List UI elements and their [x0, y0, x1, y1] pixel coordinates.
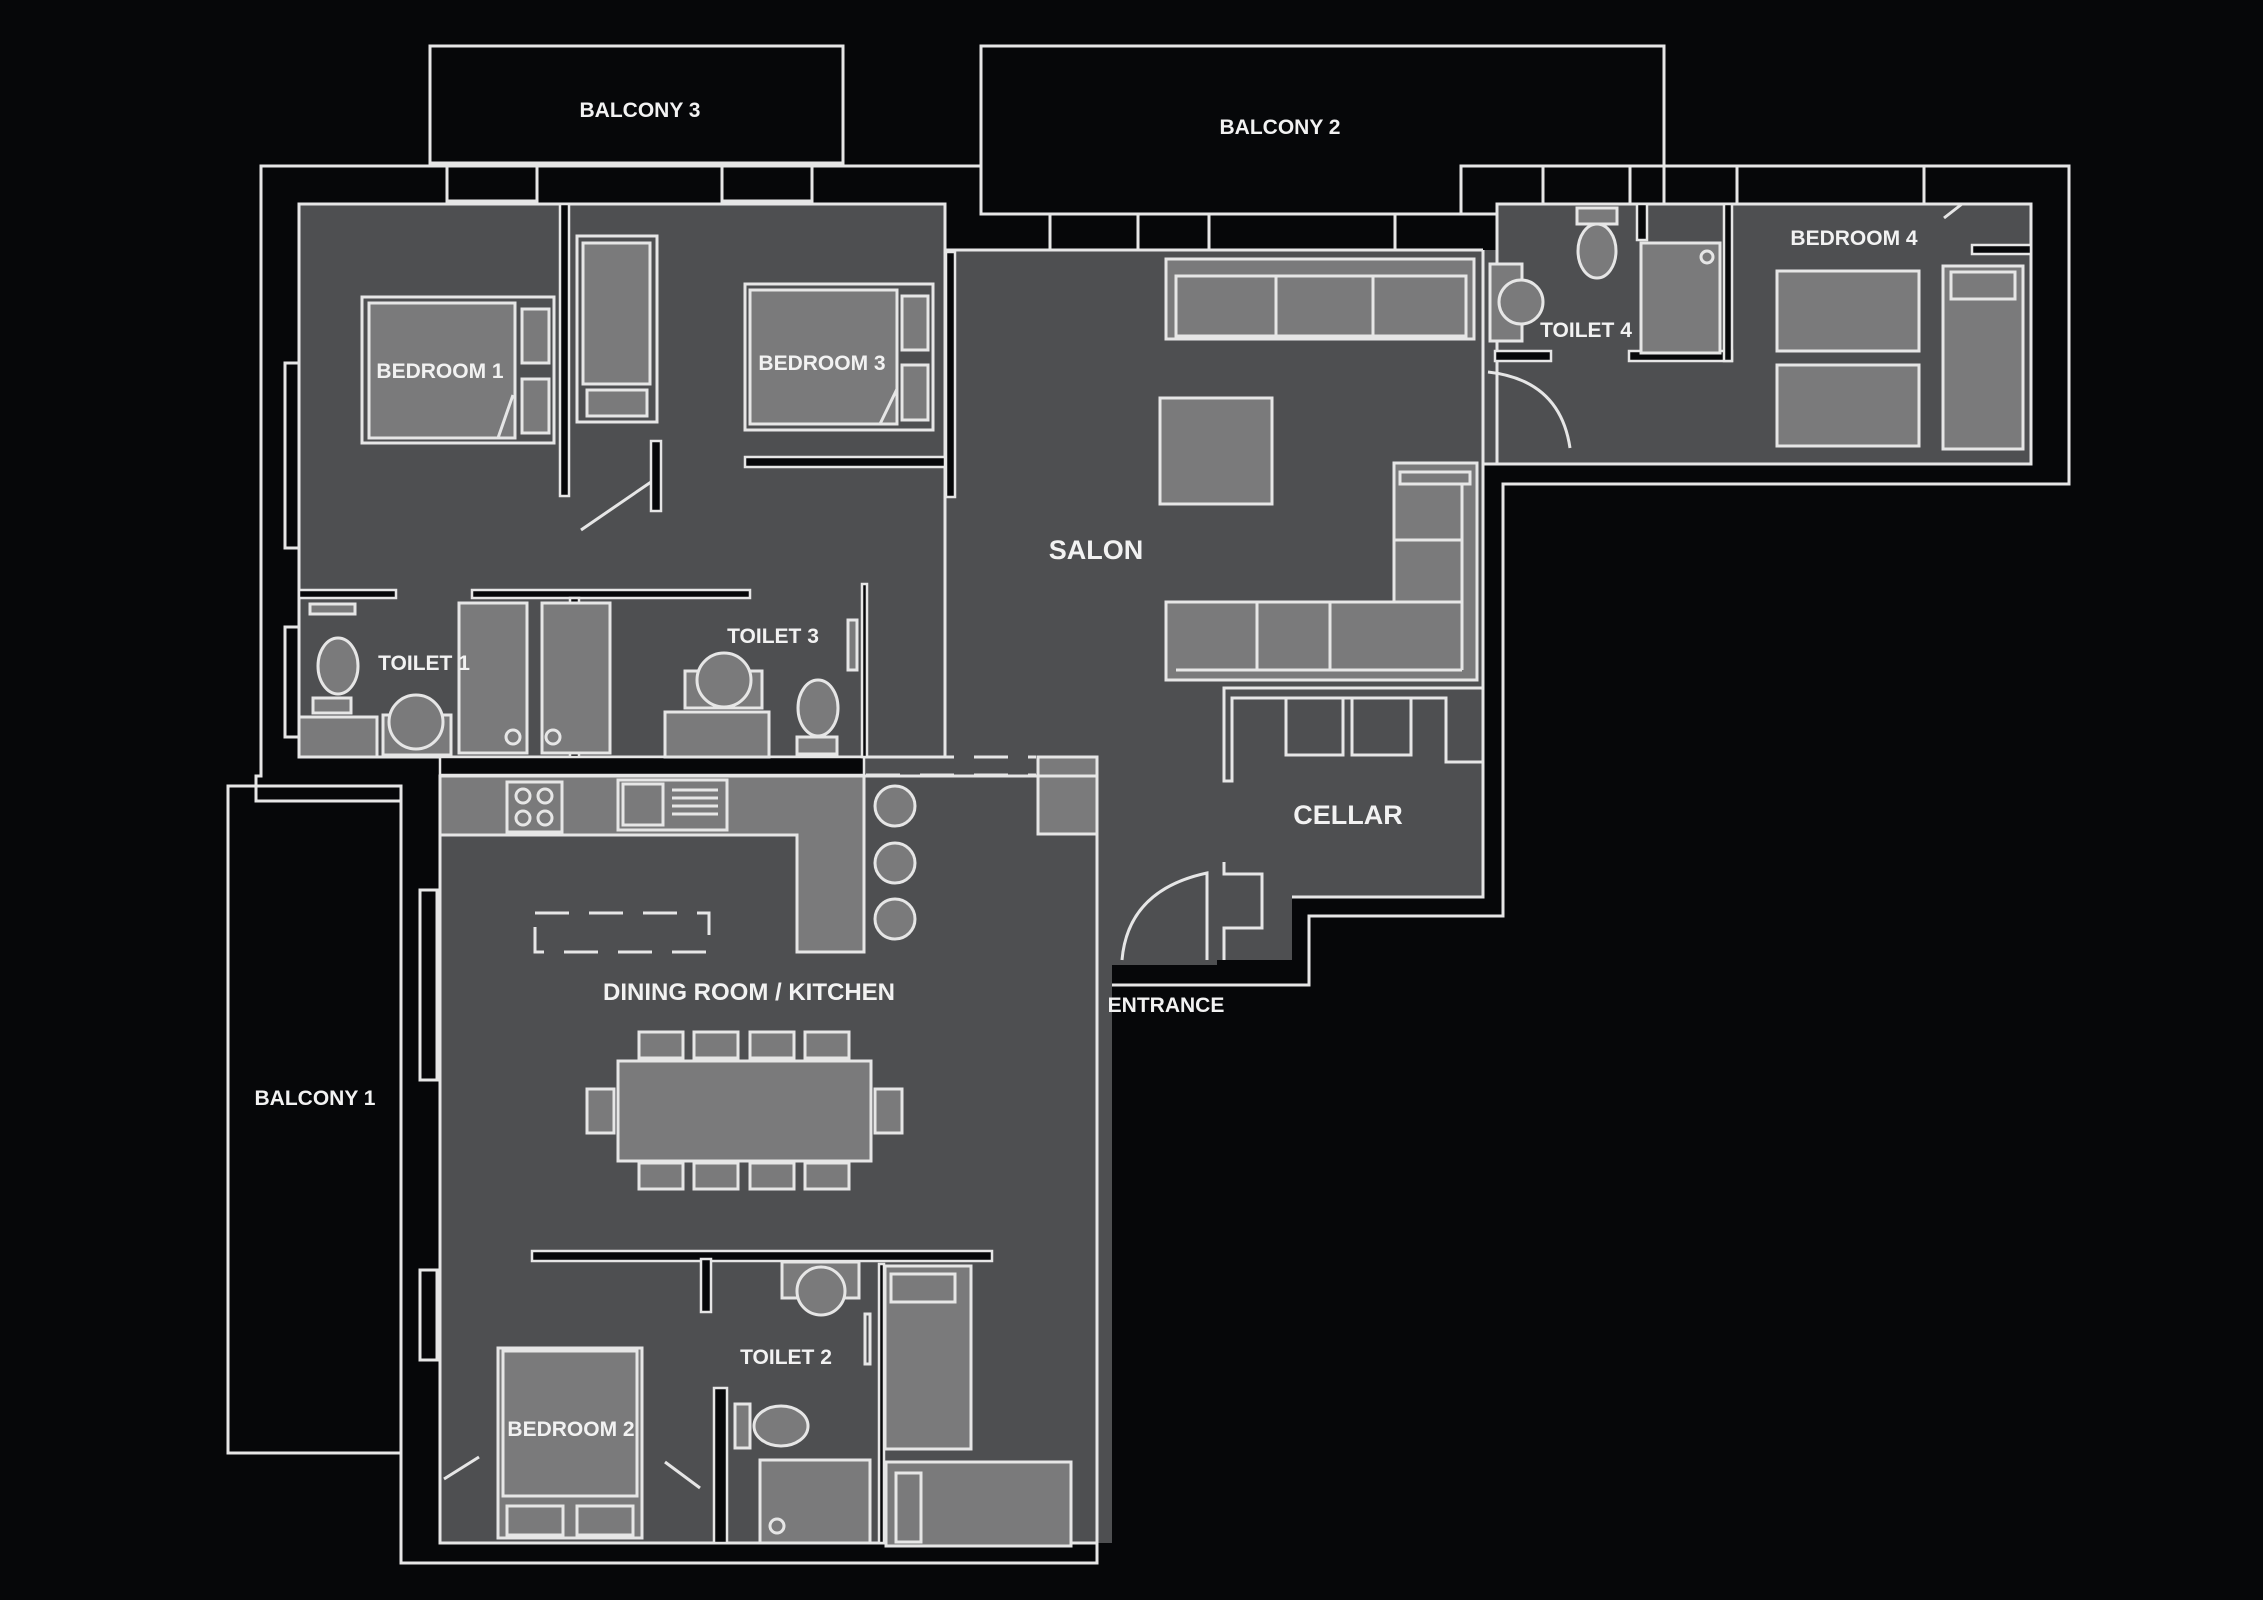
label-bedroom-4: BEDROOM 4 [1790, 227, 1918, 250]
label-balcony-2: BALCONY 2 [1220, 116, 1341, 139]
toilet-1-fixtures [297, 601, 612, 759]
cellar-fixtures [1222, 686, 1485, 960]
label-balcony-1: BALCONY 1 [255, 1087, 376, 1110]
label-toilet-3: TOILET 3 [727, 625, 819, 648]
bedroom-3-bed [743, 282, 935, 432]
salon-sofa-top [1164, 257, 1476, 341]
entrance-door [1120, 871, 1209, 961]
wardrobe-bed-1 [575, 234, 659, 424]
label-toilet-1: TOILET 1 [378, 652, 470, 675]
bedroom-4-door [1487, 370, 1572, 449]
windows [283, 164, 1926, 1362]
label-balcony-3: BALCONY 3 [580, 99, 701, 122]
balcony-1 [226, 784, 403, 1455]
label-cellar: CELLAR [1293, 800, 1403, 830]
bedroom-2-bed [443, 1346, 701, 1540]
room-labels: BALCONY 3 BALCONY 2 BALCONY 1 BEDROOM 1 … [255, 99, 1918, 1441]
label-toilet-4: TOILET 4 [1540, 319, 1632, 342]
outer-wall [254, 164, 2071, 1565]
label-toilet-2: TOILET 2 [740, 1346, 832, 1369]
balcony-2 [979, 44, 1666, 216]
label-bedroom-3: BEDROOM 3 [758, 352, 885, 375]
kitchen-counter [438, 755, 1099, 954]
label-entrance: ENTRANCE [1108, 994, 1225, 1017]
salon-corner-sofa [1164, 461, 1479, 682]
toilet-3-fixtures [663, 618, 859, 759]
coffee-table [1158, 396, 1274, 506]
label-bedroom-2: BEDROOM 2 [507, 1418, 634, 1441]
bedroom-1-bed [360, 295, 556, 445]
label-dining-kitchen: DINING ROOM / KITCHEN [603, 979, 895, 1006]
label-bedroom-1: BEDROOM 1 [376, 360, 504, 383]
bunk-beds-bottom [883, 1264, 1073, 1548]
balcony-3 [428, 44, 845, 165]
toilet-2-fixtures [733, 1260, 872, 1545]
label-salon: SALON [1049, 535, 1144, 565]
bedroom-4-beds [1775, 202, 2033, 451]
toilet-4-fixtures [1488, 206, 1722, 355]
dining-table [585, 1030, 904, 1191]
